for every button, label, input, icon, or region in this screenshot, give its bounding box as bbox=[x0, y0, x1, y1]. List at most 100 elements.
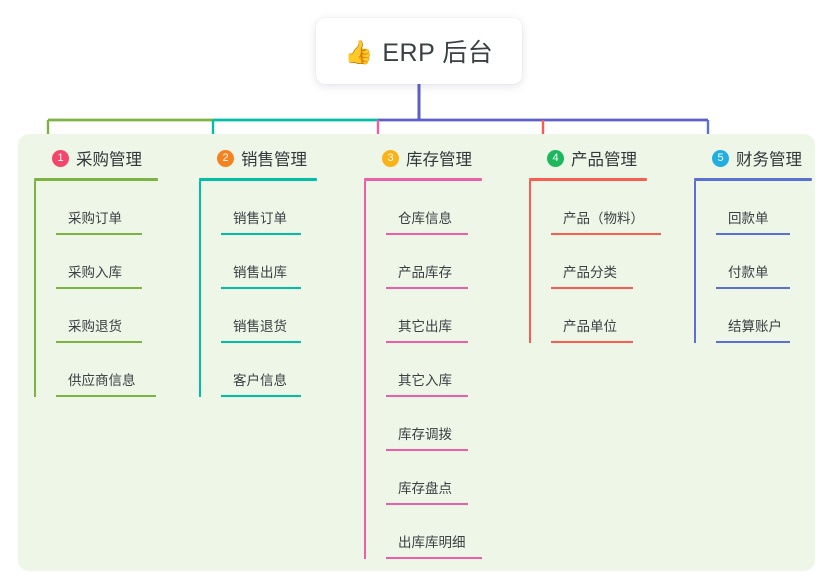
leaf-node[interactable]: 库存调拨 bbox=[386, 397, 482, 451]
leaf-node-label: 仓库信息 bbox=[398, 211, 452, 226]
leaf-node[interactable]: 付款单 bbox=[716, 235, 812, 289]
leaf-node[interactable]: 回款单 bbox=[716, 181, 812, 235]
branch-badge-3: 3 bbox=[382, 149, 399, 167]
branch-column-4: 4 产品管理产品（物料） 产品分类产品单位 bbox=[525, 145, 661, 343]
leaf-node-label: 客户信息 bbox=[233, 373, 287, 388]
branch-header-1[interactable]: 1 采购管理 bbox=[30, 145, 158, 171]
leaf-node-underline bbox=[56, 287, 142, 289]
branch-trunk-1 bbox=[34, 181, 36, 397]
branch-title-1: 采购管理 bbox=[76, 151, 142, 169]
branch-title-4: 产品管理 bbox=[571, 151, 637, 169]
leaf-node[interactable]: 其它出库 bbox=[386, 289, 482, 343]
branch-badge-2: 2 bbox=[217, 149, 234, 167]
branch-underline-3 bbox=[364, 178, 482, 181]
branch-title-3: 库存管理 bbox=[406, 151, 472, 169]
branch-badge-5: 5 bbox=[712, 149, 729, 167]
leaf-list-3: 仓库信息产品库存其它出库其它入库库存调拨库存盘点出库库明细 bbox=[364, 181, 482, 559]
leaf-node-label: 产品单位 bbox=[563, 319, 617, 334]
branch-badge-1: 1 bbox=[52, 149, 69, 167]
leaf-node-underline bbox=[386, 341, 468, 343]
branch-header-4[interactable]: 4 产品管理 bbox=[525, 145, 647, 171]
leaf-node-label: 其它入库 bbox=[398, 373, 452, 388]
branch-title-2: 销售管理 bbox=[241, 151, 307, 169]
leaf-node-label: 结算账户 bbox=[728, 319, 782, 334]
thumbs-up-icon: 👍 bbox=[344, 38, 374, 65]
branch-trunk-2 bbox=[199, 181, 201, 397]
leaf-node[interactable]: 客户信息 bbox=[221, 343, 317, 397]
leaf-node-label: 销售出库 bbox=[233, 265, 287, 280]
leaf-node-underline bbox=[386, 557, 482, 559]
branch-title-5: 财务管理 bbox=[736, 151, 802, 169]
leaf-node[interactable]: 采购退货 bbox=[56, 289, 158, 343]
leaf-node[interactable]: 出库库明细 bbox=[386, 505, 482, 559]
leaf-node[interactable]: 结算账户 bbox=[716, 289, 812, 343]
leaf-node[interactable]: 销售订单 bbox=[221, 181, 317, 235]
leaf-node-underline bbox=[386, 395, 468, 397]
branch-column-1: 1 采购管理采购订单采购入库采购退货供应商信息 bbox=[30, 145, 158, 397]
leaf-node-underline bbox=[386, 287, 468, 289]
leaf-node-underline bbox=[56, 341, 142, 343]
branches-panel: 1 采购管理采购订单采购入库采购退货供应商信息 2 销售管理销售订单销售出库销售退货客… bbox=[18, 134, 815, 571]
leaf-node[interactable]: 供应商信息 bbox=[56, 343, 158, 397]
leaf-node[interactable]: 产品库存 bbox=[386, 235, 482, 289]
leaf-node-underline bbox=[221, 287, 301, 289]
leaf-node-underline bbox=[221, 341, 301, 343]
leaf-node-label: 销售退货 bbox=[233, 319, 287, 334]
leaf-node-underline bbox=[551, 287, 633, 289]
leaf-node-label: 采购订单 bbox=[68, 211, 122, 226]
leaf-node-underline bbox=[56, 395, 156, 397]
leaf-node-label: 产品库存 bbox=[398, 265, 452, 280]
leaf-node-label: 产品（物料） bbox=[563, 211, 644, 226]
leaf-list-4: 产品（物料） 产品分类产品单位 bbox=[529, 181, 661, 343]
branch-underline-5 bbox=[694, 178, 812, 181]
leaf-node-label: 库存调拨 bbox=[398, 427, 452, 442]
branch-underline-2 bbox=[199, 178, 317, 181]
leaf-node-underline bbox=[56, 233, 142, 235]
branch-trunk-5 bbox=[694, 181, 696, 343]
leaf-node[interactable]: 销售退货 bbox=[221, 289, 317, 343]
leaf-node-underline bbox=[386, 233, 468, 235]
leaf-node[interactable]: 产品分类 bbox=[551, 235, 647, 289]
leaf-node-label: 库存盘点 bbox=[398, 481, 452, 496]
branch-header-3[interactable]: 3 库存管理 bbox=[360, 145, 482, 171]
leaf-node[interactable]: 其它入库 bbox=[386, 343, 482, 397]
leaf-node-label: 供应商信息 bbox=[68, 373, 136, 388]
leaf-node-underline bbox=[716, 341, 790, 343]
leaf-node-underline bbox=[386, 449, 468, 451]
branch-underline-1 bbox=[34, 178, 158, 181]
leaf-node[interactable]: 仓库信息 bbox=[386, 181, 482, 235]
leaf-node-underline bbox=[551, 233, 661, 235]
leaf-node-underline bbox=[221, 233, 301, 235]
leaf-node-underline bbox=[551, 341, 633, 343]
leaf-node-underline bbox=[716, 287, 790, 289]
root-node-label: ERP 后台 bbox=[382, 39, 494, 67]
leaf-node-label: 采购入库 bbox=[68, 265, 122, 280]
leaf-node-label: 出库库明细 bbox=[398, 535, 466, 550]
leaf-list-1: 采购订单采购入库采购退货供应商信息 bbox=[34, 181, 158, 397]
leaf-node-label: 其它出库 bbox=[398, 319, 452, 334]
branch-badge-4: 4 bbox=[547, 149, 564, 167]
leaf-list-2: 销售订单销售出库销售退货客户信息 bbox=[199, 181, 317, 397]
branch-column-5: 5 财务管理回款单付款单结算账户 bbox=[690, 145, 812, 343]
leaf-node-label: 产品分类 bbox=[563, 265, 617, 280]
root-node[interactable]: 👍 ERP 后台 bbox=[316, 18, 522, 84]
leaf-node[interactable]: 产品（物料） bbox=[551, 181, 661, 235]
leaf-node[interactable]: 采购订单 bbox=[56, 181, 158, 235]
leaf-node-underline bbox=[386, 503, 468, 505]
leaf-node-label: 销售订单 bbox=[233, 211, 287, 226]
leaf-node-underline bbox=[221, 395, 301, 397]
branch-column-3: 3 库存管理仓库信息产品库存其它出库其它入库库存调拨库存盘点出库库明细 bbox=[360, 145, 482, 559]
leaf-node[interactable]: 产品单位 bbox=[551, 289, 647, 343]
branch-header-5[interactable]: 5 财务管理 bbox=[690, 145, 812, 171]
leaf-node[interactable]: 库存盘点 bbox=[386, 451, 482, 505]
branch-header-2[interactable]: 2 销售管理 bbox=[195, 145, 317, 171]
branch-column-2: 2 销售管理销售订单销售出库销售退货客户信息 bbox=[195, 145, 317, 397]
leaf-node-label: 回款单 bbox=[728, 211, 769, 226]
leaf-node[interactable]: 销售出库 bbox=[221, 235, 317, 289]
leaf-node-underline bbox=[716, 233, 790, 235]
leaf-node[interactable]: 采购入库 bbox=[56, 235, 158, 289]
branch-trunk-3 bbox=[364, 181, 366, 559]
leaf-node-label: 付款单 bbox=[728, 265, 769, 280]
branch-trunk-4 bbox=[529, 181, 531, 343]
